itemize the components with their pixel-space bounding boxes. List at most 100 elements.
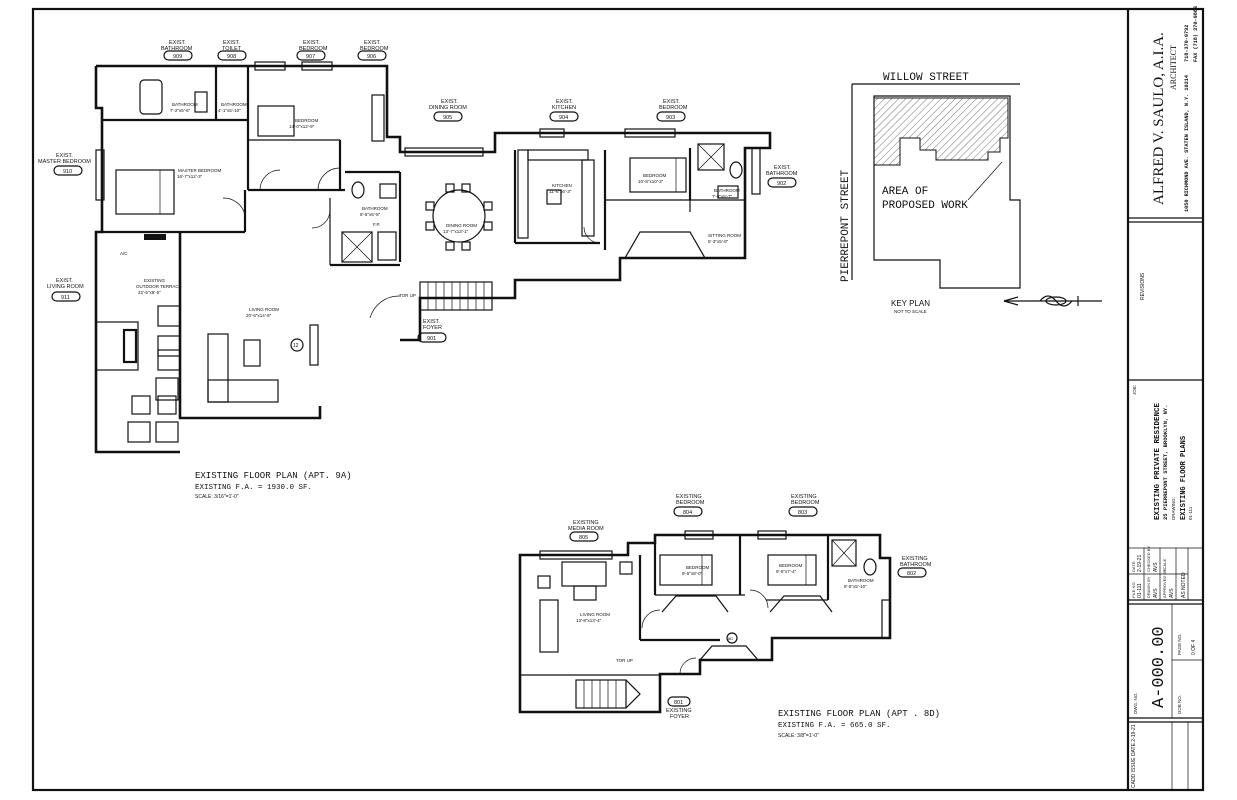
approved-by-label: APPROVED BY xyxy=(1162,569,1167,598)
svg-text:911: 911 xyxy=(61,295,70,301)
key-plan-title: KEY PLAN xyxy=(891,299,930,308)
svg-text:EXIST.: EXIST. xyxy=(303,40,320,46)
svg-text:EXIST.: EXIST. xyxy=(441,99,458,105)
plan-9a-title: EXISTING FLOOR PLAN (APT. 9A) xyxy=(195,471,352,481)
room-tag: EXIST. FOYER 901 xyxy=(417,319,447,343)
room-label: BEDROOM 9'-5"x8'-0" xyxy=(682,565,710,576)
svg-text:7'-5"x5'-7": 7'-5"x5'-7" xyxy=(712,194,733,199)
svg-text:907: 907 xyxy=(306,54,315,60)
svg-text:13'-7"x13'-1": 13'-7"x13'-1" xyxy=(443,229,469,234)
svg-text:FOYER: FOYER xyxy=(670,714,689,720)
dwg-no-label: DWG. NO. xyxy=(1133,693,1138,715)
svg-text:DINING ROOM: DINING ROOM xyxy=(429,105,467,111)
svg-text:TOILET: TOILET xyxy=(222,46,242,52)
svg-text:BEDROOM: BEDROOM xyxy=(676,500,705,506)
svg-text:LIVING ROOM: LIVING ROOM xyxy=(580,612,610,617)
svg-text:KITCHEN: KITCHEN xyxy=(552,183,572,188)
svg-text:EXIST.: EXIST. xyxy=(56,278,73,284)
svg-text:EXIST.: EXIST. xyxy=(56,153,73,159)
svg-text:9'-5"x8'-0": 9'-5"x8'-0" xyxy=(682,571,703,576)
plan-8d-scale: SCALE: 3/8"=1'-0" xyxy=(778,733,819,739)
svg-text:BEDROOM: BEDROOM xyxy=(360,46,389,52)
scale-label: SCALE xyxy=(1162,559,1167,572)
svg-text:13'-8"x13'-4": 13'-8"x13'-4" xyxy=(576,618,602,623)
room-tag: EXIST. MASTER BEDROOM 910 xyxy=(38,153,91,176)
floor-plan-9a: 12 EXIST. BATHROOM 909 EXIST. TOILET 908… xyxy=(38,40,798,500)
drawn-by-value: AVS xyxy=(1153,588,1159,598)
title-block: ALFRED V. SAULO, A.I.A. ARCHITECT 1050 R… xyxy=(1128,6,1203,790)
room-tag: EXISTING BATHROOM 802 xyxy=(897,556,932,578)
svg-text:8'-5"x5'-8": 8'-5"x5'-8" xyxy=(360,212,381,217)
page-no-value: 0 OF 4 xyxy=(1191,639,1197,655)
room-label: BEDROOM 9'-5"x7'-4" xyxy=(776,563,803,574)
room-tag: EXIST. KITCHEN 904 xyxy=(549,99,579,122)
architect-address: 1050 RICHMOND AVE. STATEN ISLAND, N.Y. 1… xyxy=(1184,75,1190,212)
svg-text:MASTER BEDROOM: MASTER BEDROOM xyxy=(38,159,91,165)
svg-text:EXIST.: EXIST. xyxy=(169,40,186,46)
svg-text:EXISTING: EXISTING xyxy=(902,556,928,562)
svg-text:BEDROOM: BEDROOM xyxy=(299,46,328,52)
room-label: SITTING ROOM 5'-3"x5'-9" xyxy=(708,233,741,244)
sheet-border xyxy=(31,7,1205,792)
svg-text:BATHROOM: BATHROOM xyxy=(848,578,874,583)
room-label: LIVING ROOM 13'-8"x13'-4" xyxy=(576,612,610,623)
revisions-label: REVISIONS xyxy=(1140,272,1146,300)
tor-up-label: TOR UP xyxy=(399,293,416,298)
svg-text:KITCHEN: KITCHEN xyxy=(552,105,576,111)
key-plan-street-top: WILLOW STREET xyxy=(883,72,969,84)
room-label: BATHROOM 4'-1"x5'-10" xyxy=(218,102,247,113)
key-plan-subtitle: NOT TO SCALE xyxy=(894,309,927,314)
approved-by-value: AVS xyxy=(1169,588,1175,598)
drawing-number: 01-111 xyxy=(1188,506,1193,520)
svg-text:EXIST.: EXIST. xyxy=(774,165,791,171)
svg-text:LIVING ROOM: LIVING ROOM xyxy=(249,307,279,312)
svg-text:BATHROOM: BATHROOM xyxy=(161,46,193,52)
ac-label: A/C xyxy=(120,251,128,256)
plan-9a-area: EXISTING F.A. = 1930.0 SF. xyxy=(195,484,312,492)
svg-text:EXISTING: EXISTING xyxy=(676,494,702,500)
svg-text:908: 908 xyxy=(227,54,236,60)
svg-text:902: 902 xyxy=(777,181,786,187)
svg-text:906: 906 xyxy=(367,54,376,60)
room-tag: EXIST. BATHROOM 902 xyxy=(766,165,798,188)
fireplace-label: F.P. xyxy=(373,222,380,227)
svg-text:901: 901 xyxy=(427,336,436,342)
svg-text:910: 910 xyxy=(63,169,72,175)
svg-text:EXIST.: EXIST. xyxy=(364,40,381,46)
project-address: 25 PIERREPONT STREET, BROOKLYN, NY. xyxy=(1162,404,1169,520)
svg-text:909: 909 xyxy=(173,54,182,60)
svg-text:EXIST.: EXIST. xyxy=(663,99,680,105)
scale-value: AS NOTED xyxy=(1181,572,1187,598)
unit-marker-icon xyxy=(726,632,738,644)
checked-by-value: AVS xyxy=(1153,562,1159,572)
room-label: BATHROOM 7'-2"x5'-6" xyxy=(170,102,198,113)
svg-text:FOYER: FOYER xyxy=(423,325,442,331)
svg-text:14'-0"x12'-9": 14'-0"x12'-9" xyxy=(289,124,315,129)
svg-text:BATHROOM: BATHROOM xyxy=(900,562,932,568)
drawn-by-label: DRAWN BY xyxy=(1146,576,1151,598)
floor-plan-8d: 8D EXISTING MEDIA ROOM 805 EXISTING BEDR… xyxy=(518,494,940,739)
svg-text:16'-7"x12'-3": 16'-7"x12'-3" xyxy=(177,174,203,179)
svg-text:BATHROOM: BATHROOM xyxy=(714,188,740,193)
svg-text:803: 803 xyxy=(798,510,807,516)
project-name: EXISTING PRIVATE RESIDENCE xyxy=(1154,402,1162,520)
key-plan-area-label-2: PROPOSED WORK xyxy=(882,200,968,212)
date-label: DATE: xyxy=(1131,561,1136,572)
svg-text:BATHROOM: BATHROOM xyxy=(172,102,198,107)
svg-text:EXIST.: EXIST. xyxy=(556,99,573,105)
svg-text:EXIST.: EXIST. xyxy=(223,40,240,46)
svg-text:MEDIA ROOM: MEDIA ROOM xyxy=(568,526,604,532)
svg-text:805: 805 xyxy=(579,535,588,541)
room-label: LIVING ROOM 20'-6"x14'-8" xyxy=(246,307,279,318)
room-tag: EXISTING BEDROOM 804 xyxy=(673,494,705,517)
drawing-name: EXISTING FLOOR PLANS xyxy=(1180,436,1188,520)
dwg-no-value: A-000.00 xyxy=(1150,626,1169,708)
svg-text:BEDROOM: BEDROOM xyxy=(791,500,820,506)
room-tag: 801 EXISTING FOYER xyxy=(666,696,692,720)
svg-text:804: 804 xyxy=(683,510,692,516)
drawing-label: DRAWING: xyxy=(1171,497,1176,520)
architect-fax: FAX (718) 370-0863 xyxy=(1193,6,1199,62)
svg-text:20'-6"x14'-8": 20'-6"x14'-8" xyxy=(246,313,272,318)
svg-text:801: 801 xyxy=(674,700,683,706)
svg-text:BEDROOM: BEDROOM xyxy=(295,118,319,123)
